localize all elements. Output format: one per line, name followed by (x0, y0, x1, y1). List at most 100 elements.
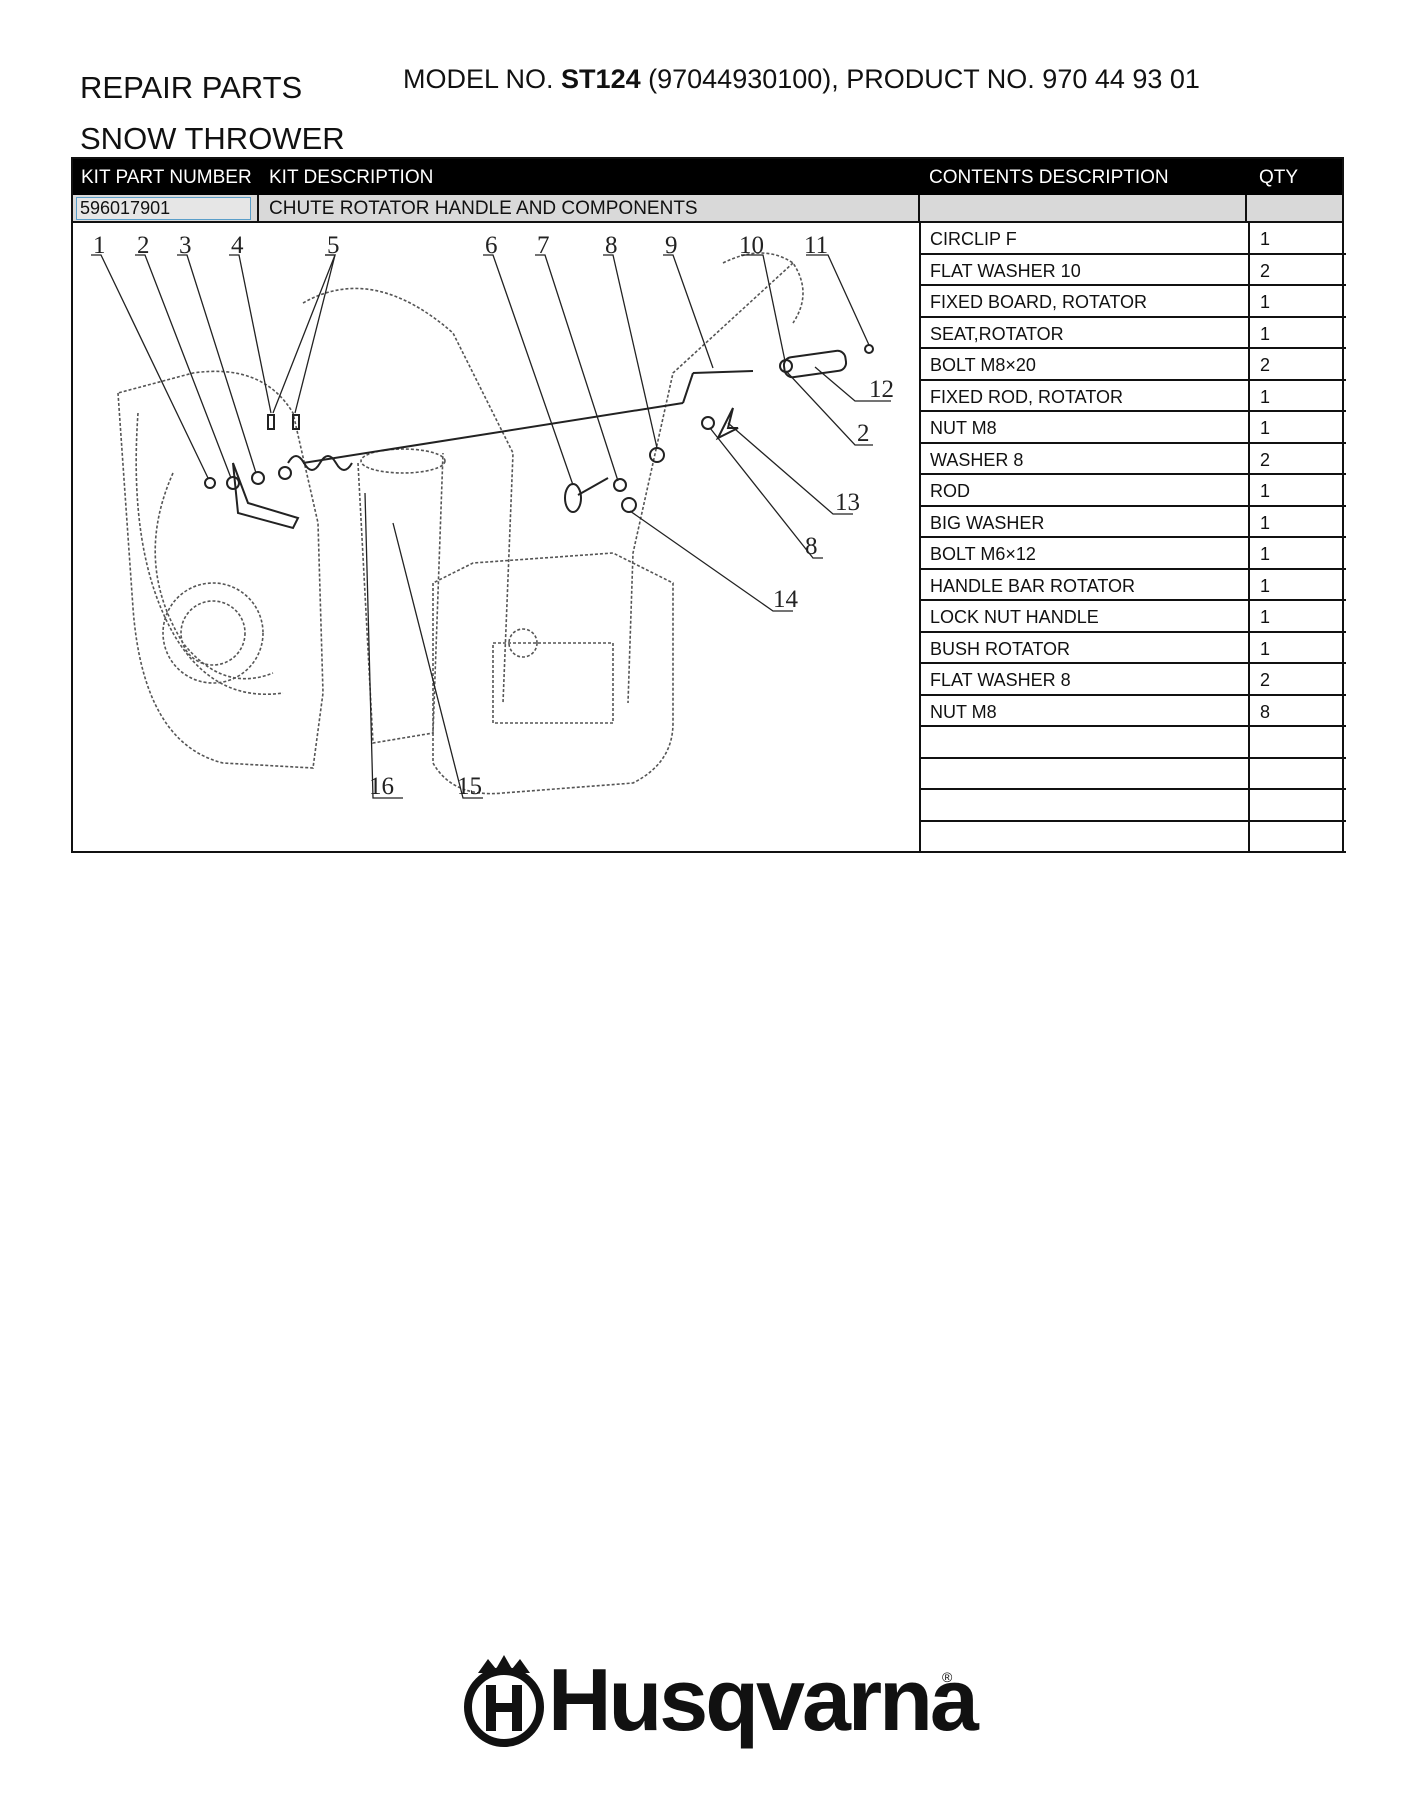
chute-outline (357, 452, 444, 744)
callout-number: 9 (665, 232, 678, 259)
header-contents-description: CONTENTS DESCRIPTION (929, 167, 1169, 188)
part-description: LOCK NUT HANDLE (930, 607, 1099, 627)
parts-sheet: KIT PART NUMBER KIT DESCRIPTION CONTENTS… (71, 157, 1346, 853)
callout-number: 12 (869, 376, 894, 403)
qty-divider (1248, 349, 1250, 379)
model-number: ST124 (561, 64, 641, 94)
part-qty: 1 (1260, 638, 1271, 659)
header-kit-part-number: KIT PART NUMBER (81, 167, 252, 188)
qty-divider (1248, 695, 1250, 725)
leader-line (229, 254, 272, 414)
part-qty: 1 (1260, 418, 1271, 438)
chute-mouth (360, 448, 446, 474)
callout-number: 14 (773, 586, 799, 613)
leader-line (535, 254, 619, 482)
callout-number: 16 (369, 773, 394, 800)
leader-line (741, 254, 786, 362)
qty-divider (1248, 758, 1250, 788)
callout-number: 6 (485, 232, 498, 259)
leader-line (364, 492, 403, 799)
part-qty: 2 (1260, 355, 1271, 375)
leader-line (392, 522, 483, 799)
washer (649, 447, 665, 463)
part-description: FIXED BOARD, ROTATOR (930, 292, 1148, 312)
bolt-shank (577, 477, 609, 496)
nut (613, 478, 627, 492)
callout-number: 2 (137, 232, 150, 259)
leader-line (814, 366, 891, 402)
part-description: FIXED ROD, ROTATOR (930, 386, 1124, 407)
part-description: FLAT WASHER 10 (930, 260, 1081, 281)
part-row: LOCK NUT HANDLE 1 (921, 601, 1346, 633)
husqvarna-logo: Husqvarna ® (464, 1650, 979, 1755)
kit-part-number-cell: 596017901 (76, 197, 251, 220)
engine-panel (492, 642, 614, 724)
flat-washer (226, 476, 240, 490)
handle-grip (782, 349, 848, 379)
part-row: BUSH ROTATOR 1 (921, 632, 1346, 664)
kit-divider (918, 195, 920, 223)
leader-line (663, 254, 714, 369)
callout-number: 8 (805, 533, 818, 560)
rod-part (302, 402, 684, 464)
callout-number: 11 (804, 232, 828, 259)
part-description: SEAT,ROTATOR (930, 323, 1064, 344)
leader-line (272, 254, 336, 414)
part-qty: 1 (1260, 575, 1271, 596)
part-row (921, 821, 1346, 853)
callout-labels: 1 2 3 4 5 6 7 8 9 10 11 12 2 13 8 14 16 … (93, 232, 894, 800)
table-header-band: KIT PART NUMBER KIT DESCRIPTION CONTENTS… (73, 159, 1342, 195)
qty-divider (1248, 380, 1250, 410)
model-suffix: (97044930100), PRODUCT NO. 970 44 93 01 (648, 64, 1200, 94)
qty-divider (1248, 443, 1250, 473)
part-description: BOLT M8×20 (930, 355, 1036, 375)
qty-divider (1248, 601, 1250, 631)
qty-divider (1248, 569, 1250, 599)
kit-row: 596017901 CHUTE ROTATOR HANDLE AND COMPO… (73, 195, 1342, 223)
impeller-circle (162, 582, 264, 684)
leader-line (177, 254, 257, 474)
part-qty: 1 (1260, 323, 1271, 344)
lock-nut (864, 344, 874, 354)
big-washer (564, 483, 582, 513)
callout-number: 10 (739, 232, 764, 259)
callout-number: 1 (93, 232, 106, 259)
flat-washer (251, 471, 265, 485)
circlip (204, 477, 216, 489)
leader-line (294, 254, 336, 414)
bush-rotator (715, 407, 739, 441)
registered-mark: ® (942, 1669, 953, 1685)
housing-curve (135, 412, 284, 695)
part-row: SEAT,ROTATOR 1 (921, 317, 1346, 349)
qty-divider (1248, 538, 1250, 568)
qty-divider (1248, 821, 1250, 851)
qty-divider (1248, 664, 1250, 694)
leader-line (629, 510, 793, 612)
handle-loop (722, 252, 804, 324)
callout-number: 3 (179, 232, 192, 259)
leader-line (603, 254, 658, 449)
part-qty: 1 (1260, 386, 1271, 407)
fixed-board-bracket (232, 462, 300, 530)
part-description: BOLT M6×12 (930, 544, 1036, 564)
bolt-m8 (267, 414, 275, 430)
leader-line (806, 254, 870, 346)
callout-number: 5 (327, 232, 340, 259)
part-qty: 1 (1260, 607, 1271, 627)
callout-number: 15 (457, 773, 482, 800)
flat-washer-8 (701, 416, 715, 430)
leader-line (91, 254, 209, 479)
part-qty: 2 (1260, 449, 1271, 470)
qty-divider (1248, 286, 1250, 316)
part-description: BUSH ROTATOR (930, 638, 1071, 659)
